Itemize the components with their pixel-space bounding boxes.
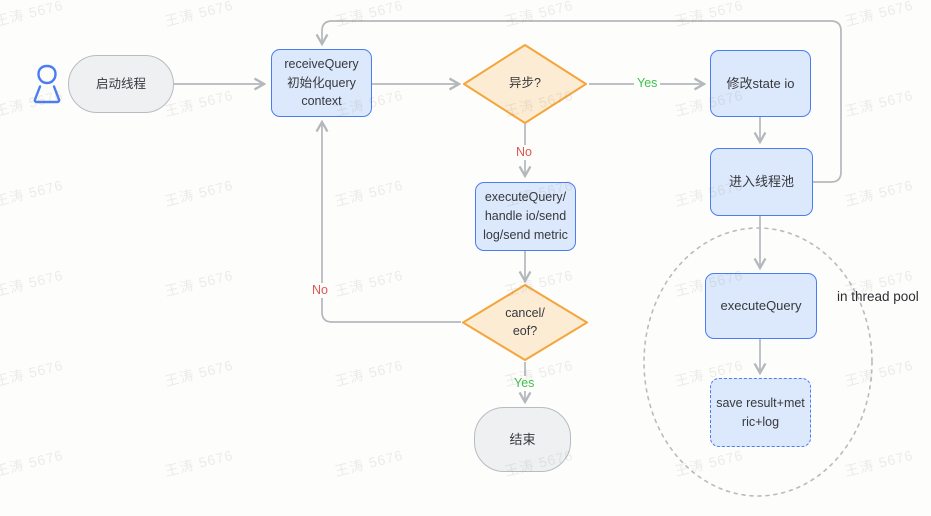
node-execute-query: executeQuery	[705, 273, 817, 339]
node-end: 结束	[474, 407, 571, 472]
node-save-result: save result+met ric+log	[710, 378, 811, 447]
label-in-thread-pool: in thread pool	[837, 289, 919, 304]
decision-cancel-eof: cancel/ eof?	[460, 283, 590, 362]
node-enter-thread-pool: 进入线程池	[710, 148, 813, 216]
node-start-thread: 启动线程	[68, 55, 174, 113]
user-icon	[27, 62, 67, 106]
label-async-no: No	[513, 145, 535, 160]
decision-cancel-eof-label: cancel/ eof?	[505, 306, 545, 338]
node-modify-state-io: 修改state io	[710, 50, 811, 117]
decision-async: 异步?	[461, 43, 589, 125]
node-execute-query-handle: executeQuery/ handle io/send log/send me…	[475, 182, 576, 251]
thread-pool-boundary	[643, 227, 873, 497]
label-cancel-no: No	[309, 283, 331, 298]
label-async-yes: Yes	[634, 76, 661, 91]
decision-async-label: 异步?	[509, 76, 541, 91]
node-receive-query: receiveQuery 初始化query context	[271, 49, 372, 117]
label-cancel-yes: Yes	[511, 376, 538, 391]
